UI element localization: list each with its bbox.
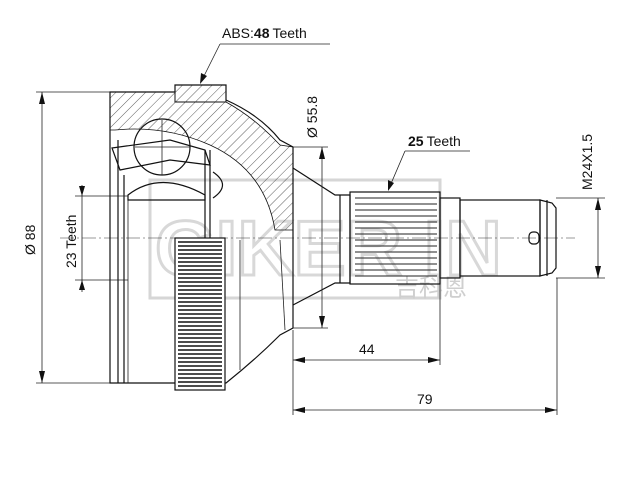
seal-diameter-label: Ø 55.8 <box>304 96 320 138</box>
watermark-subtext: 吉科恩 <box>395 274 467 302</box>
thread-label: M24X1.5 <box>579 134 595 190</box>
abs-tooth-block <box>174 84 227 103</box>
dimension-inner-teeth: 23 Teeth <box>63 185 128 292</box>
dimension-outer-diameter: Ø 88 <box>22 91 110 384</box>
outer-housing <box>109 84 294 384</box>
total-length-label: 79 <box>417 391 433 407</box>
dimension-spline-length: 44 <box>292 284 441 415</box>
spline-length-label: 44 <box>359 341 375 357</box>
dimension-total-length: 79 <box>293 278 558 415</box>
inner-teeth-label: 23 Teeth <box>63 215 79 268</box>
dimension-thread: M24X1.5 <box>556 134 605 279</box>
stub-shaft <box>292 167 557 306</box>
dimension-seal-diameter: Ø 55.8 <box>293 96 328 329</box>
outer-diameter-label: Ø 88 <box>22 224 38 255</box>
abs-ring <box>174 237 226 391</box>
